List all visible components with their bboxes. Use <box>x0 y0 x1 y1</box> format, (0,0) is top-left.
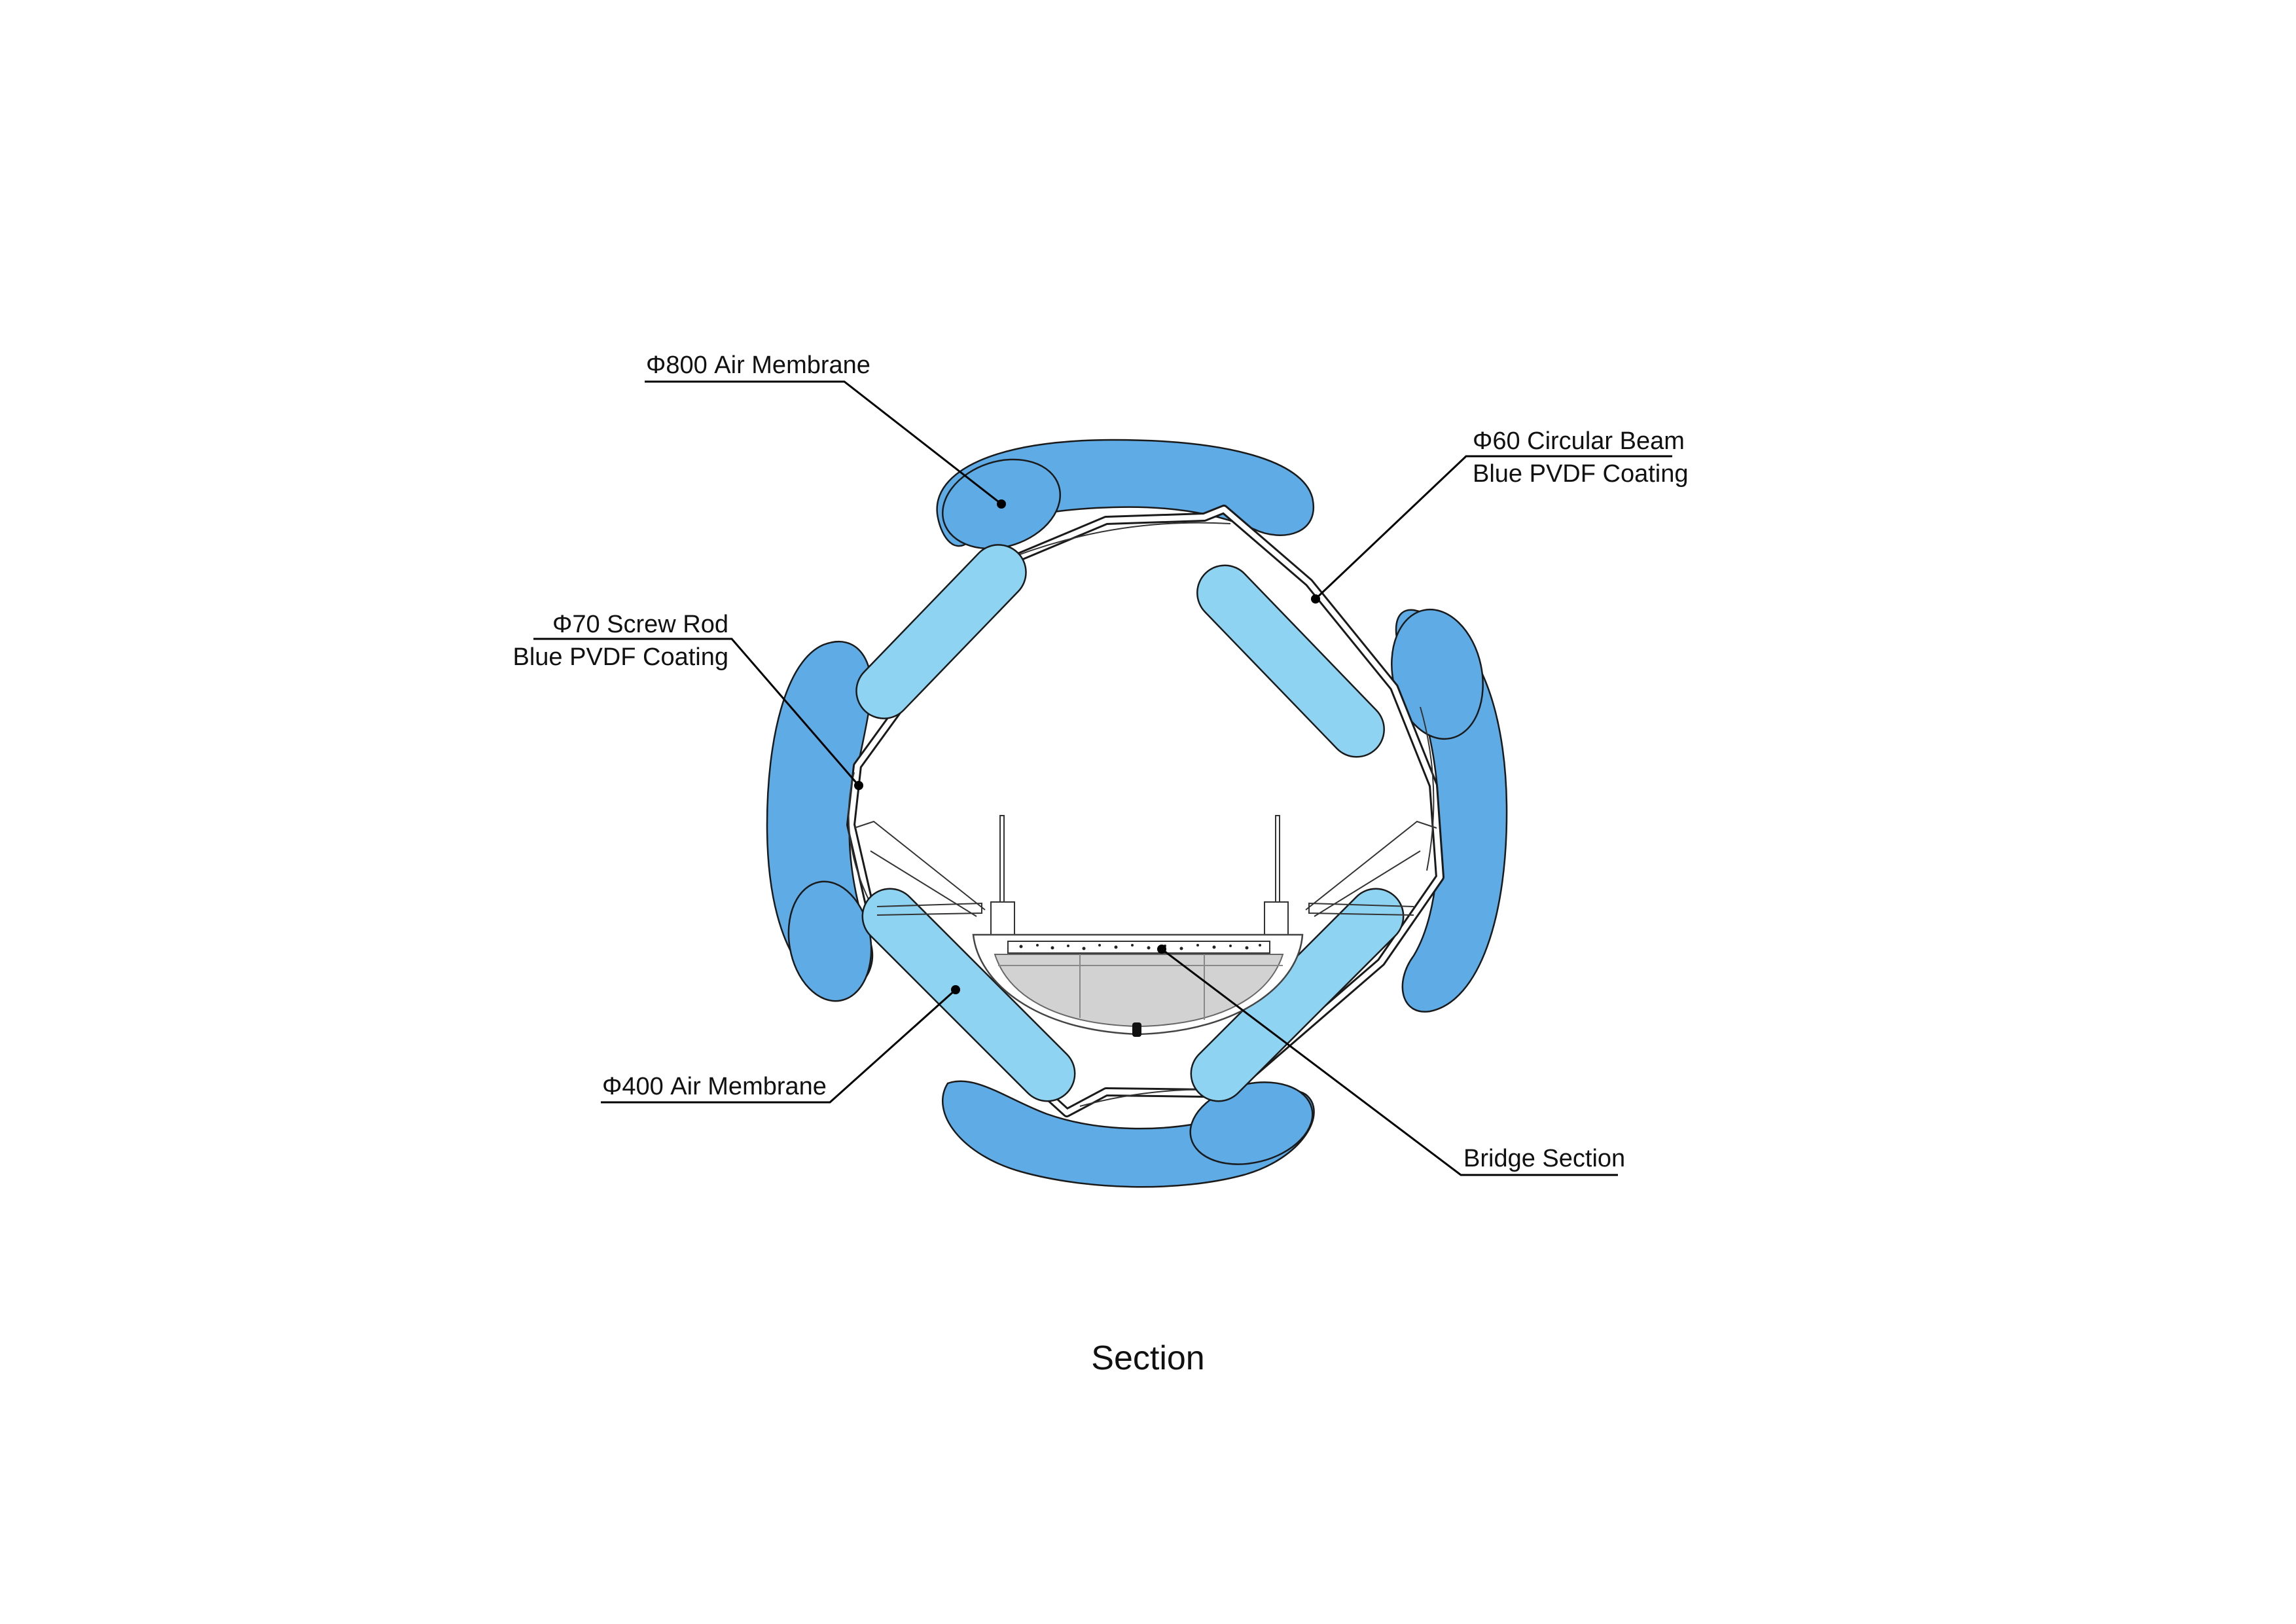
bridge-keel <box>1132 1022 1141 1037</box>
leader-screw-rod <box>533 638 860 786</box>
leader-dot-air-membrane-800 <box>997 499 1006 509</box>
screw-rod-left-upper <box>853 820 986 911</box>
label-circular-beam-line2: Blue PVDF Coating <box>1473 460 1689 488</box>
railing-post-right <box>1275 815 1280 908</box>
inner-arc-right <box>1420 706 1435 871</box>
screw-rod-right-horizontal <box>1308 902 1414 916</box>
label-air-membrane-400: Φ400 Air Membrane <box>602 1073 827 1100</box>
leader-air-membrane-400 <box>601 988 957 1104</box>
annotations: Φ800 Air Membrane Φ60 Circular Beam Blue… <box>513 352 1689 1377</box>
inner-membranes <box>855 544 1405 1102</box>
leader-dot-bridge-section <box>1157 945 1166 954</box>
bridge <box>972 933 1304 1037</box>
screw-rod-right-lower <box>1314 850 1421 917</box>
label-bridge-section: Bridge Section <box>1463 1145 1625 1172</box>
label-air-membrane-800: Φ800 Air Membrane <box>646 352 870 379</box>
leader-air-membrane-800 <box>645 380 1002 505</box>
inner-arc-top <box>1014 522 1231 557</box>
circular-beam <box>846 505 1444 1117</box>
figure-caption: Section <box>1091 1339 1204 1377</box>
screw-rod-left-horizontal <box>876 902 982 916</box>
outer-membranes <box>766 439 1508 1188</box>
bridge-deck <box>1007 941 1270 954</box>
screw-rod-right-upper <box>1305 820 1437 911</box>
leader-dot-screw-rod <box>854 781 863 790</box>
inner-membrane-upper-right <box>1196 564 1385 758</box>
inner-arc-left <box>848 772 871 904</box>
screw-rod-left-lower <box>870 850 977 917</box>
leader-dot-air-membrane-400 <box>951 985 960 994</box>
leader-circular-beam <box>1314 455 1672 600</box>
leader-bridge-section <box>1161 948 1618 1176</box>
leader-dot-circular-beam <box>1311 594 1320 604</box>
inner-membrane-lower-left <box>861 888 1076 1102</box>
label-screw-rod-line1: Φ70 Screw Rod <box>552 611 728 638</box>
label-screw-rod-line2: Blue PVDF Coating <box>513 643 729 671</box>
inner-membrane-upper-left <box>855 544 1027 719</box>
railing-post-left <box>999 815 1005 908</box>
label-circular-beam-line1: Φ60 Circular Beam <box>1473 427 1685 455</box>
